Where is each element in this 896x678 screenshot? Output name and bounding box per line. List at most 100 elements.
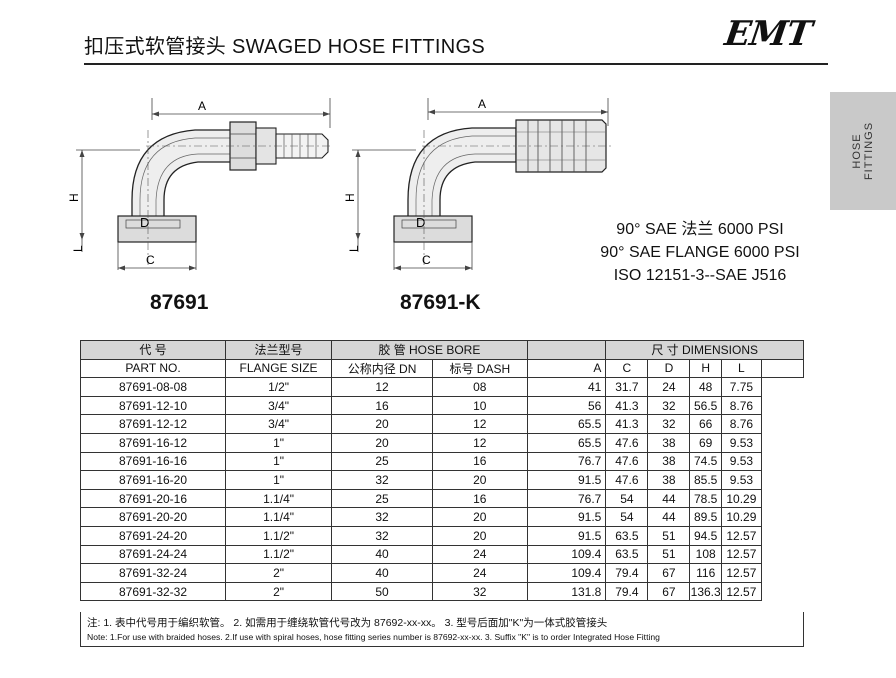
dim-a-label-k: A (478, 97, 486, 111)
cell-flange: 3/4" (224, 414, 333, 434)
cell-flange: 1" (224, 470, 333, 490)
notes-box: 注: 1. 表中代号用于编织软管。 2. 如需用于缠绕软管代号改为 87692-… (80, 612, 804, 647)
spec-line-1: 90° SAE 法兰 6000 PSI (616, 221, 784, 238)
cell-h: 89.5 (689, 507, 722, 527)
brand-logo: EMT (722, 14, 814, 54)
side-tab-line1: HOSE (851, 133, 863, 169)
cell-a: 109.4 (526, 544, 607, 565)
cell-dash: 12 (432, 432, 528, 453)
dim-l-label: L (71, 245, 85, 252)
cell-part: 87691-32-24 (80, 563, 226, 583)
spec-block: 90° SAE 法兰 6000 PSI 90° SAE FLANGE 6000 … (585, 218, 815, 287)
cell-dn: 20 (331, 414, 433, 434)
cell-d: 32 (647, 414, 691, 434)
cell-dn: 25 (331, 488, 433, 509)
cell-h: 94.5 (689, 525, 722, 546)
page-title: 扣压式软管接头 SWAGED HOSE FITTINGS (84, 36, 486, 58)
cell-c: 31.7 (605, 377, 649, 397)
dim-d-label-k: D (416, 215, 425, 230)
cell-dn: 32 (331, 507, 433, 527)
cell-dash: 16 (432, 451, 528, 472)
cell-d: 24 (647, 377, 691, 397)
cell-d: 32 (647, 395, 691, 416)
cell-dash: 10 (432, 395, 528, 416)
cell-h: 108 (689, 544, 722, 565)
cell-a: 41 (526, 377, 607, 397)
cell-dash: 20 (432, 525, 528, 546)
col-header-spacer (526, 340, 607, 360)
cell-dn: 32 (331, 525, 433, 546)
cell-flange: 2" (224, 563, 333, 583)
model-label-87691-k: 87691-K (400, 291, 481, 314)
col-header-d: D (647, 358, 691, 379)
cell-c: 63.5 (605, 525, 649, 546)
cell-flange: 3/4" (224, 395, 333, 416)
cell-c: 54 (605, 507, 649, 527)
spec-line-2: 90° SAE FLANGE 6000 PSI (600, 244, 800, 261)
cell-a: 131.8 (526, 581, 607, 602)
cell-a: 76.7 (526, 451, 607, 472)
cell-a: 91.5 (526, 525, 607, 546)
cell-dn: 32 (331, 470, 433, 490)
col-header-part-cn: 代 号 (80, 340, 226, 360)
side-tab-label: HOSE FITTINGS (851, 122, 875, 180)
cell-dn: 25 (331, 451, 433, 472)
header-divider (84, 63, 828, 65)
cell-c: 63.5 (605, 544, 649, 565)
dim-c-label-k: C (422, 253, 431, 267)
cell-c: 79.4 (605, 563, 649, 583)
cell-l: 7.75 (720, 377, 762, 397)
cell-a: 76.7 (526, 488, 607, 509)
cell-dn: 40 (331, 544, 433, 565)
cell-dn: 50 (331, 581, 433, 602)
cell-flange: 1.1/4" (224, 507, 333, 527)
cell-c: 79.4 (605, 581, 649, 602)
cell-c: 47.6 (605, 470, 649, 490)
cell-a: 109.4 (526, 563, 607, 583)
dim-c-label: C (146, 253, 155, 267)
cell-d: 38 (647, 451, 691, 472)
cell-flange: 1" (224, 451, 333, 472)
cell-h: 136.3 (689, 581, 722, 602)
dim-h-label: H (67, 193, 81, 202)
cell-dash: 12 (432, 414, 528, 434)
cell-h: 85.5 (689, 470, 722, 490)
cell-l: 8.76 (720, 414, 762, 434)
cell-flange: 1.1/4" (224, 488, 333, 509)
cell-d: 67 (647, 581, 691, 602)
cell-h: 69 (689, 432, 722, 453)
col-header-a: A (526, 358, 607, 379)
cell-a: 91.5 (526, 470, 607, 490)
dim-l-label-k: L (347, 245, 361, 252)
section-side-tab[interactable]: HOSE FITTINGS (830, 92, 896, 210)
dimensions-table: 代 号 法兰型号 胶 管 HOSE BORE 尺 寸 DIMENSIONS PA… (80, 340, 805, 602)
cell-h: 56.5 (689, 395, 722, 416)
cell-dn: 12 (331, 377, 433, 397)
cell-a: 56 (526, 395, 607, 416)
cell-dash: 24 (432, 563, 528, 583)
cell-dn: 40 (331, 563, 433, 583)
cell-dash: 20 (432, 507, 528, 527)
cell-c: 47.6 (605, 451, 649, 472)
cell-part: 87691-16-12 (80, 432, 226, 453)
cell-c: 54 (605, 488, 649, 509)
cell-dash: 20 (432, 470, 528, 490)
col-header-flange-cn: 法兰型号 (224, 340, 333, 360)
col-header-empty (760, 358, 805, 379)
cell-l: 12.57 (720, 544, 762, 565)
cell-l: 9.53 (720, 432, 762, 453)
cell-flange: 2" (224, 581, 333, 602)
cell-part: 87691-12-10 (80, 395, 226, 416)
cell-l: 9.53 (720, 470, 762, 490)
cell-l: 8.76 (720, 395, 762, 416)
cell-dn: 20 (331, 432, 433, 453)
dim-a-label: A (198, 99, 206, 113)
cell-flange: 1.1/2" (224, 525, 333, 546)
col-header-dash: 标号 DASH (432, 358, 528, 379)
cell-d: 38 (647, 470, 691, 490)
